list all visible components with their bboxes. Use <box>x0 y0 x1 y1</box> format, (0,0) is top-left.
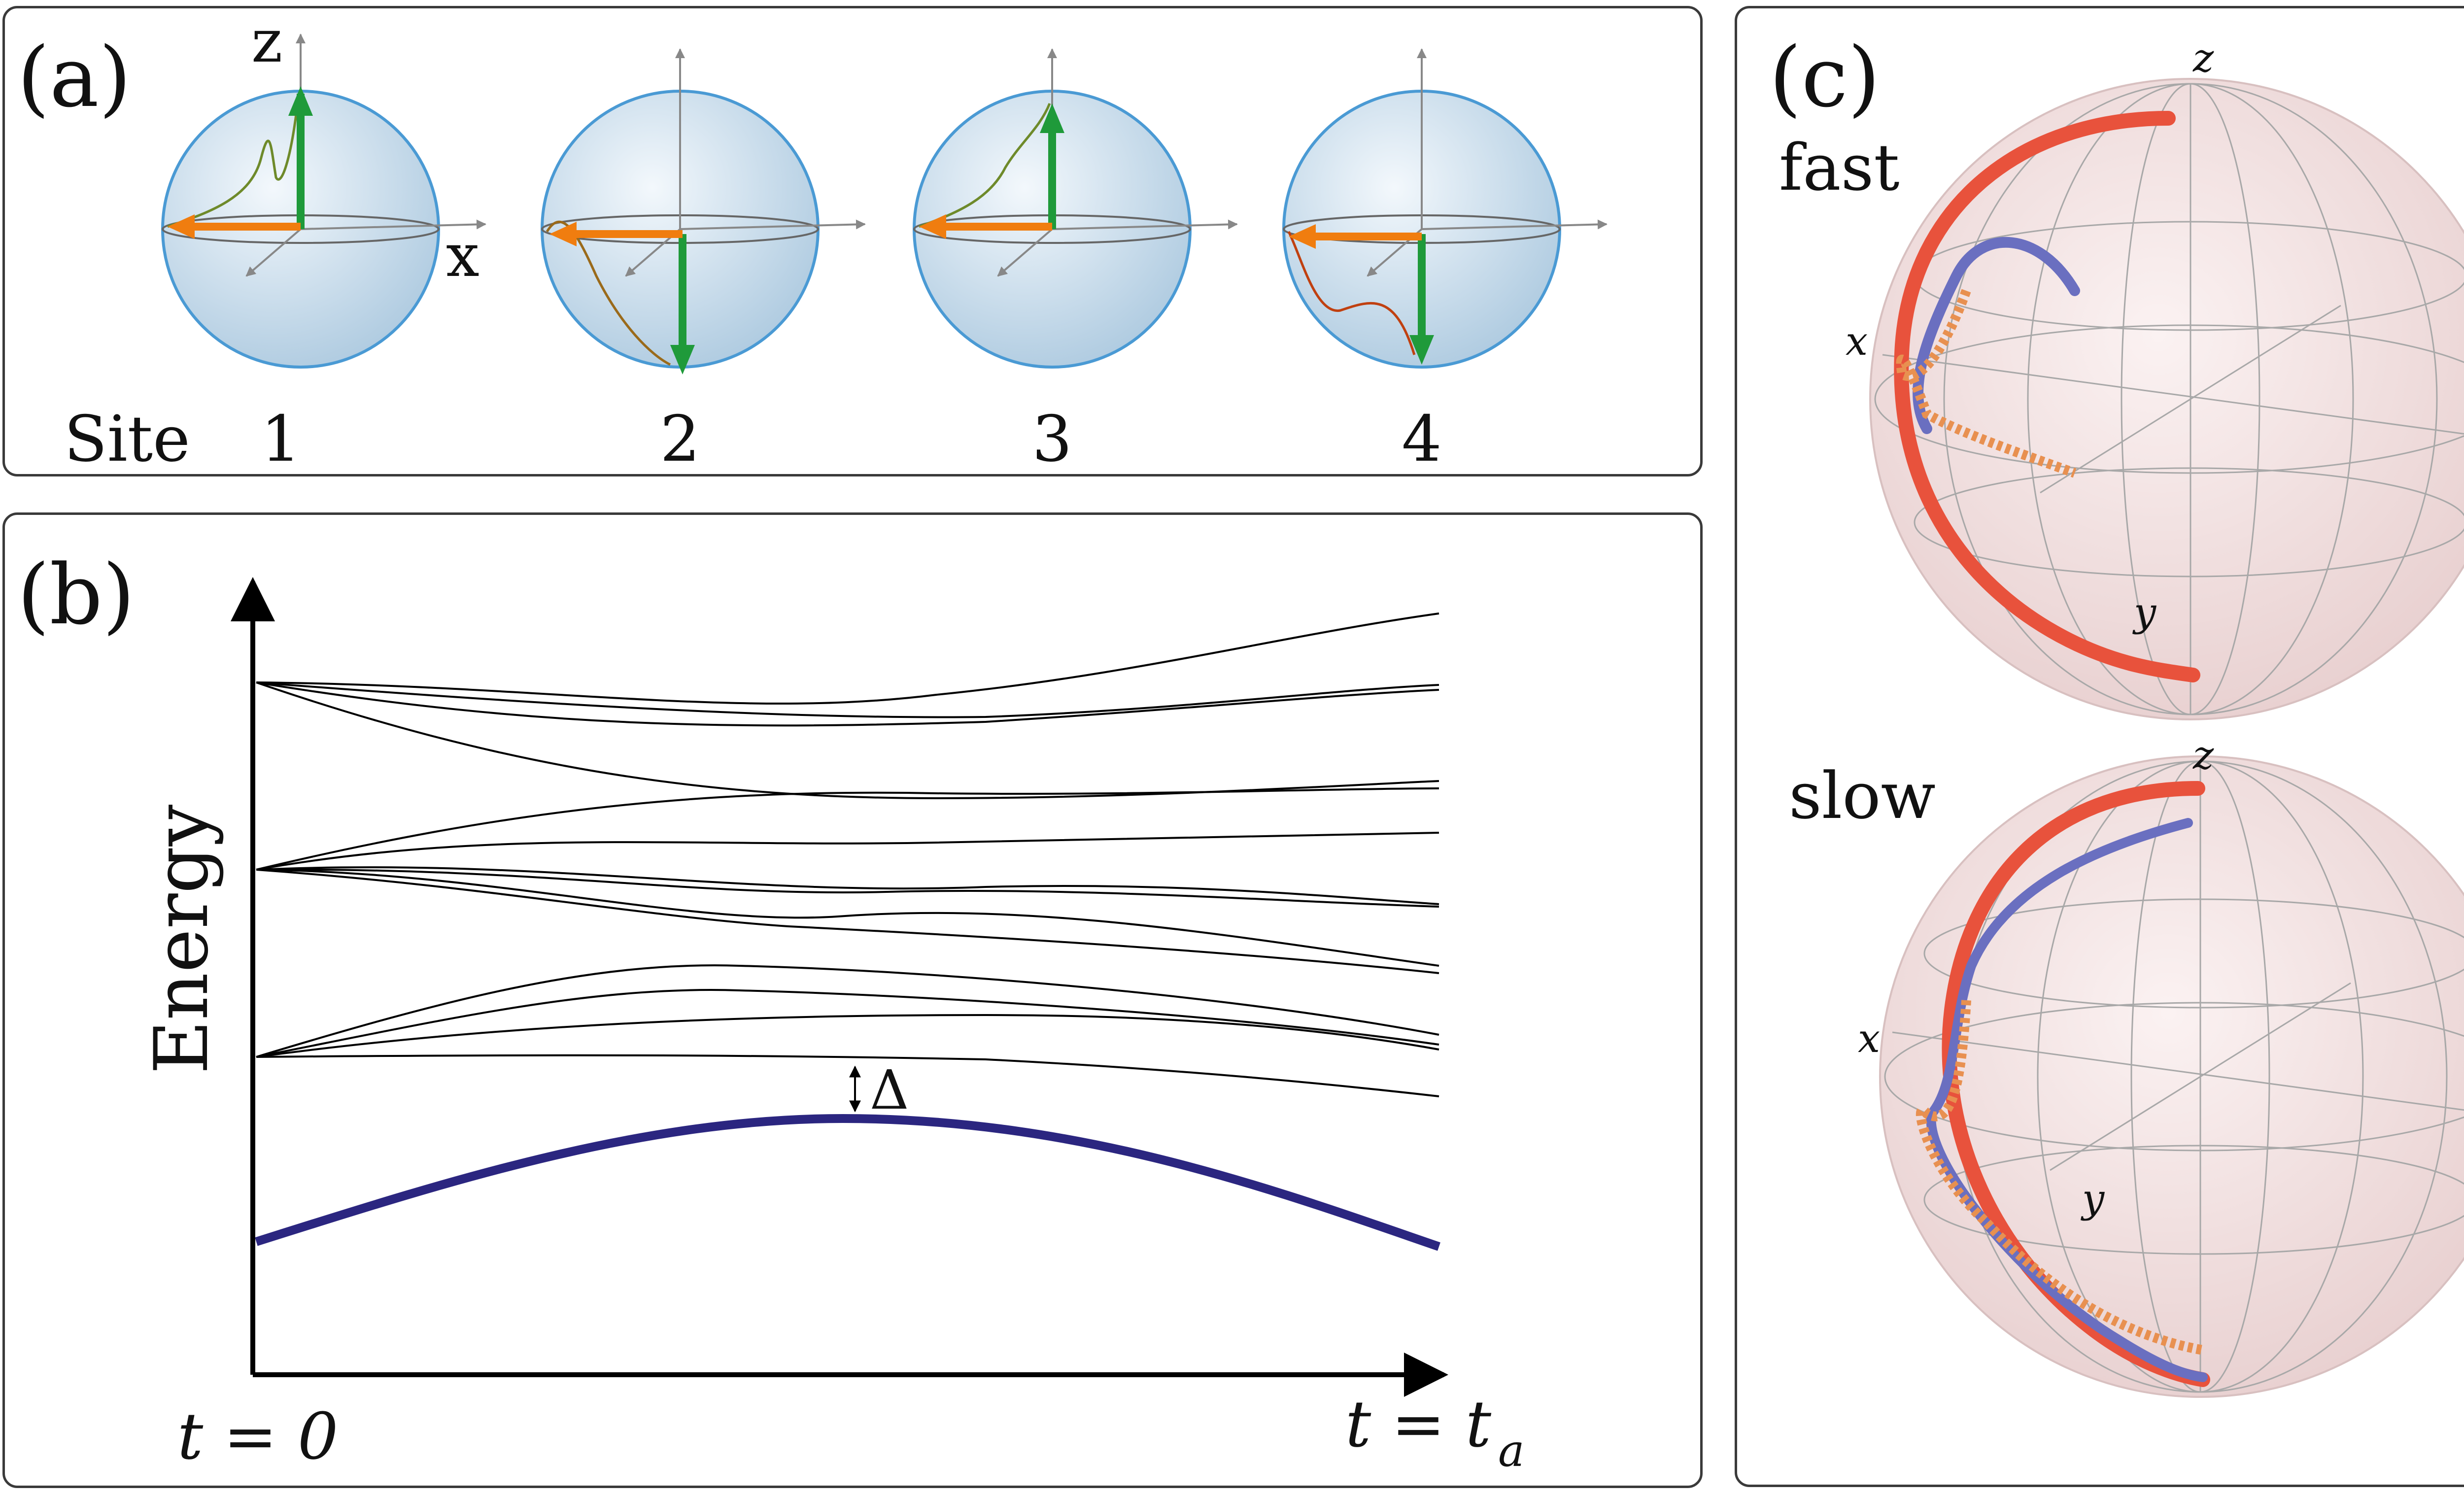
orange-arrow-head <box>919 214 946 239</box>
orange-arrow-head <box>549 222 577 246</box>
level-line <box>256 1054 1439 1097</box>
axis-label-y: y <box>2132 589 2157 635</box>
y-axis <box>997 228 1053 277</box>
trajectory-curve <box>546 220 671 366</box>
t-end-subscript: a <box>1498 1425 1525 1477</box>
orange-arrow-head <box>1289 224 1316 249</box>
site-number-1: 1 <box>261 403 301 476</box>
level-line <box>256 787 1439 871</box>
level-line <box>256 869 1439 967</box>
gap-label: Δ <box>870 1058 909 1121</box>
orange-trajectory <box>1916 1000 2204 1355</box>
bloch-sphere-site-2: 2 <box>541 48 866 476</box>
site-number-3: 3 <box>1032 403 1072 476</box>
level-line <box>256 681 1439 727</box>
x-axis <box>680 219 866 230</box>
level-line <box>256 868 1439 908</box>
trajectory-curve <box>167 98 300 228</box>
green-arrow-head <box>1409 335 1434 365</box>
level-line <box>256 832 1439 871</box>
level-line <box>256 866 1439 905</box>
axis-label-x: x <box>1846 318 1868 364</box>
trajectory-curve <box>1287 231 1416 355</box>
site-label: Site <box>64 403 190 476</box>
sphere-body <box>1879 755 2464 1398</box>
bloch-sphere-fast: z x y <box>1846 35 2464 720</box>
level-line <box>256 681 1439 718</box>
trajectory-curve <box>919 103 1051 228</box>
sphere-grid <box>1884 760 2464 1393</box>
orange-arrow-head <box>168 214 195 239</box>
panel-b: (b) Energy Δ t = 0 t = t a <box>17 546 1525 1477</box>
level-line <box>256 964 1439 1058</box>
fast-label: fast <box>1779 130 1900 205</box>
panel-b-label: (b) <box>17 546 135 643</box>
slow-label: slow <box>1789 758 1936 833</box>
x-axis <box>1052 219 1238 230</box>
x-axis <box>1421 219 1608 230</box>
t-start-label: t = 0 <box>177 1399 339 1474</box>
level-line <box>256 612 1439 705</box>
y-axis <box>245 228 302 277</box>
ground-state-line <box>255 1114 1440 1251</box>
red-trajectory <box>1942 781 2210 1387</box>
energy-axis-label: Energy <box>139 804 225 1074</box>
level-line <box>256 869 1439 974</box>
axis-label-z: z <box>2192 35 2214 81</box>
site-number-4: 4 <box>1402 403 1441 476</box>
axis-label-x: x <box>446 222 479 290</box>
panel-a-label: (a) <box>17 29 131 126</box>
site-number-2: 2 <box>660 403 700 476</box>
orange-trajectory <box>1896 289 2077 478</box>
panel-b-frame <box>2 512 1703 1488</box>
axis-label-x: x <box>1858 1016 1880 1061</box>
blue-trajectory <box>1926 818 2208 1382</box>
bloch-sphere-site-1: z x 1 <box>161 7 486 476</box>
green-arrow-head <box>288 86 313 116</box>
axis-label-z: z <box>2192 732 2214 778</box>
level-line <box>256 681 1439 800</box>
red-trajectory <box>1894 111 2200 682</box>
panel-a: (a) Site z x 1 <box>17 7 1608 476</box>
excited-levels <box>256 612 1439 1097</box>
panel-c-label: (c) <box>1769 29 1880 126</box>
bloch-sphere-site-3: 3 <box>913 48 1238 476</box>
bloch-sphere-site-4: 4 <box>1282 48 1608 476</box>
axis-label-y: y <box>2081 1176 2105 1221</box>
axis-label-z: z <box>251 7 282 76</box>
green-arrow-head <box>670 345 695 374</box>
panel-c: (c) fast slow z x y <box>1769 29 2464 1398</box>
level-line <box>256 989 1439 1058</box>
green-arrow-head <box>1040 103 1064 133</box>
sphere-body <box>1869 78 2464 720</box>
x-axis <box>300 219 486 230</box>
level-line <box>256 1014 1439 1058</box>
t-end-label: t = t <box>1345 1387 1492 1461</box>
bloch-sphere-slow: z x y <box>1858 732 2464 1398</box>
